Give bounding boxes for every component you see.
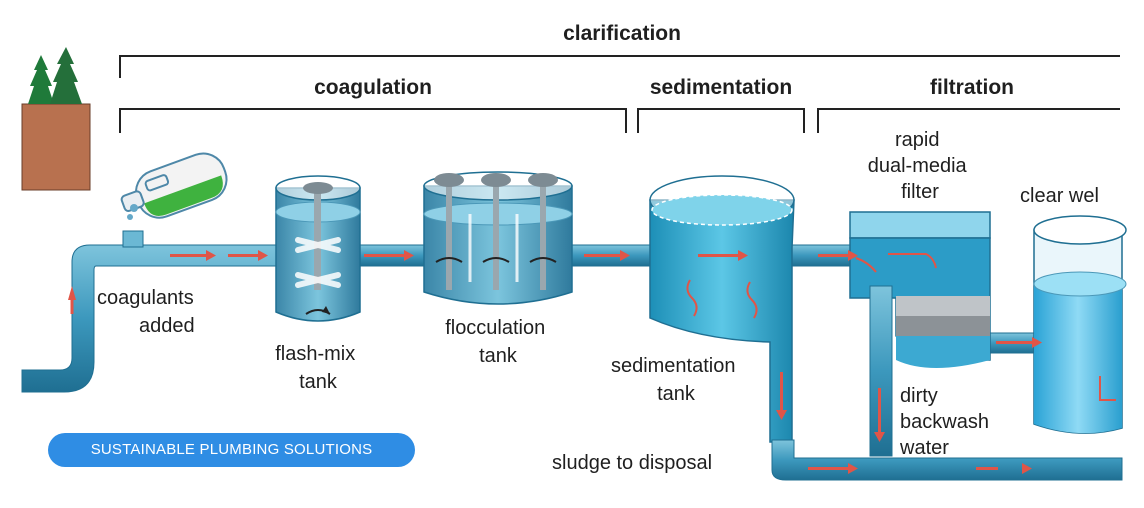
flash-mix-tank (275, 175, 361, 322)
header-filtration: filtration (930, 76, 1014, 99)
label-flocculation-tank: flocculation tank (445, 317, 551, 367)
sustainable-plumbing-badge: SUSTAINABLE PLUMBING SOLUTIONS (48, 433, 415, 467)
rapid-dual-media-filter (849, 211, 991, 457)
label-sedimentation-tank: sedimentation tank (611, 355, 741, 405)
label-coagulants: coagulants added (97, 287, 199, 337)
coagulation-bracket (119, 108, 627, 133)
flow-arrows (68, 250, 1042, 474)
sedimentation-bracket (637, 108, 805, 133)
label-sludge-to-disposal: sludge to disposal (552, 452, 712, 474)
filtration-bracket (817, 108, 1120, 133)
clear-well-tank (1033, 215, 1127, 434)
soil-and-trees-icon (21, 47, 91, 191)
label-rapid-dual-media-filter: rapid dual-media filter (868, 129, 973, 203)
coagulant-bottle-icon (120, 152, 228, 220)
sludge-pipe (771, 439, 1123, 481)
header-coagulation: coagulation (314, 76, 432, 99)
label-clear-well: clear wel (1020, 185, 1099, 207)
header-clarification: clarification (563, 22, 681, 45)
filter-flow-arrows (855, 253, 937, 273)
label-flash-mix-tank: flash-mix tank (275, 343, 361, 393)
label-dirty-backwash-water: dirty backwash water (899, 385, 995, 459)
clarification-bracket (119, 55, 1120, 78)
flocculation-tank (423, 171, 573, 305)
header-sedimentation: sedimentation (650, 76, 792, 99)
